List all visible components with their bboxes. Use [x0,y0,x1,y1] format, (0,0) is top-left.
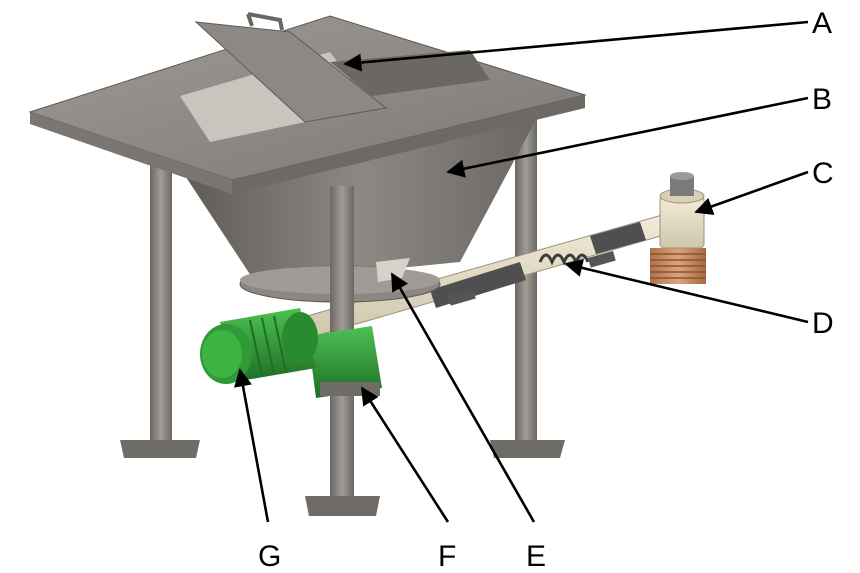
svg-text:A: A [812,7,832,40]
callout-E: E [390,272,546,573]
gearbox [308,326,382,398]
callout-A: A [343,7,832,72]
svg-text:F: F [438,540,456,573]
svg-text:C: C [812,157,834,190]
svg-text:G: G [258,540,281,573]
frame-leg-back-left [120,158,200,458]
discharge-head [650,172,706,284]
callout-F: F [360,386,456,573]
callout-C: C [694,157,834,216]
svg-text:E: E [526,540,546,573]
svg-text:B: B [812,83,832,116]
svg-text:D: D [812,307,834,340]
hopper-lid [194,12,388,123]
drive-motor [200,308,318,384]
callout-B: B [446,83,832,178]
callout-G: G [234,368,281,573]
screw-flight [538,253,590,266]
callout-D: D [564,258,834,340]
